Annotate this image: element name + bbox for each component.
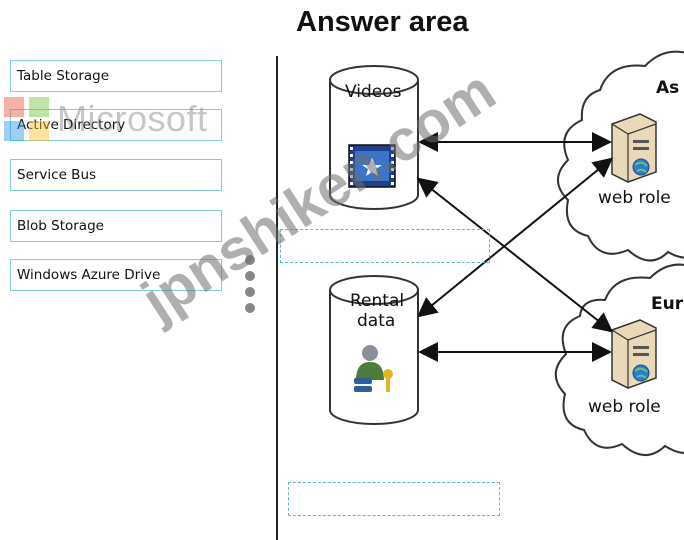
server-icon-asia	[611, 113, 657, 183]
divider-line	[276, 56, 278, 540]
drop-target-1[interactable]	[280, 229, 490, 263]
drag-handle-dot[interactable]	[245, 255, 255, 265]
option-windows-azure-drive[interactable]: Windows Azure Drive	[10, 259, 222, 291]
rental-label-line1: Rental	[350, 291, 405, 311]
drag-handle-dot[interactable]	[245, 287, 255, 297]
drag-handle-dot[interactable]	[245, 271, 255, 281]
asia-region-label: As	[656, 78, 680, 98]
videos-label: Videos	[345, 82, 402, 102]
microsoft-watermark-text: Microsoft	[57, 98, 208, 139]
europe-region-label: Eur	[651, 294, 684, 314]
option-active-directory[interactable]: Active Directory	[10, 109, 222, 141]
rental-label-line2: data	[357, 311, 396, 331]
option-blob-storage[interactable]: Blob Storage	[10, 210, 222, 242]
film-strip-icon	[348, 144, 396, 188]
answer-area-title: Answer area	[296, 6, 469, 38]
user-key-icon	[354, 345, 393, 392]
option-table-storage[interactable]: Table Storage	[10, 60, 222, 92]
server-icon-europe	[611, 319, 657, 389]
connection-arrows	[416, 132, 614, 362]
option-service-bus[interactable]: Service Bus	[10, 159, 222, 191]
web-role-label-asia: web role	[598, 188, 671, 208]
web-role-label-europe: web role	[588, 397, 661, 417]
drop-target-2[interactable]	[288, 482, 500, 516]
drag-handle-dot[interactable]	[245, 303, 255, 313]
